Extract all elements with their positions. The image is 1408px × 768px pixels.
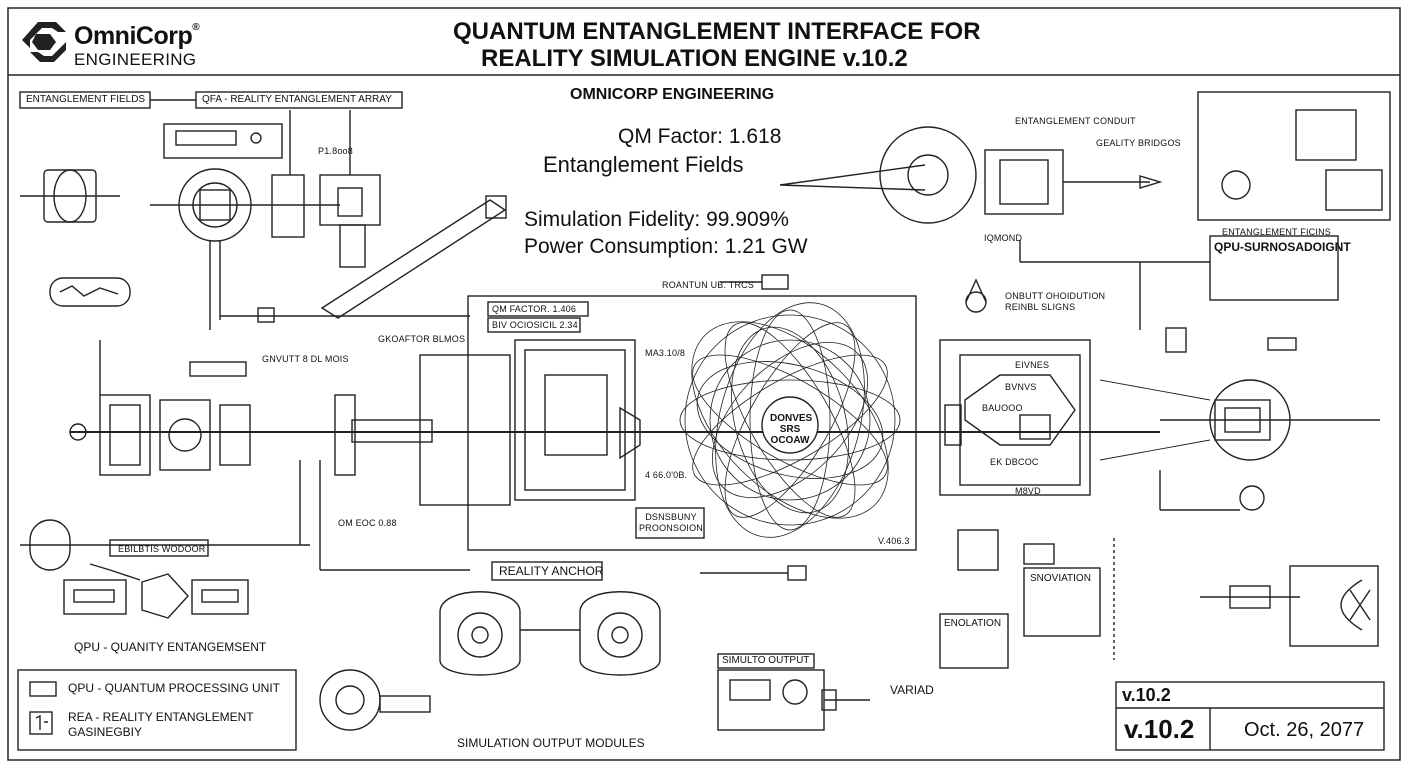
label-entanglement-conduit: ENTANGLEMENT CONDUIT	[1015, 116, 1136, 126]
label-qpu-quanity: QPU - QUANITY ENTANGEMSENT	[74, 640, 267, 654]
sheet-border	[7, 7, 1401, 761]
label-ma-3106: MA3.10/8	[645, 348, 686, 358]
page-title-line-2: REALITY SIMULATION ENGINE v.10.2	[481, 45, 908, 72]
label-variad: VARIAD	[890, 683, 934, 697]
label-geality-bridgos: GEALITY BRIDGOS	[1096, 138, 1181, 148]
label-entanglement-ficins: ENTANGLEMENT FICINS	[1222, 227, 1331, 237]
label-simulto-output: SIMULTO OUTPUT	[722, 655, 810, 666]
legend-and-version-frames	[17, 669, 1385, 751]
omnicorp-logo-icon	[22, 22, 66, 62]
label-simulation-output-modules: SIMULATION OUTPUT MODULES	[457, 736, 645, 750]
quantum-field-generator	[19, 91, 507, 330]
label-bauooo: BAUOOO	[982, 403, 1023, 413]
core-label-line-3: OCOAW	[770, 435, 810, 446]
entanglement-core	[300, 274, 1160, 551]
logo-name: OmniCorp®	[74, 22, 200, 50]
entanglement-conduit	[779, 91, 1391, 330]
legend-rea-line-1: REA - REALITY ENTANGLEMENT	[68, 710, 254, 724]
legend-rea-line-2: GASINEGBIY	[68, 725, 143, 739]
label-snoviation: SNOVIATION	[1030, 573, 1091, 584]
version-date: Oct. 26, 2077	[1244, 719, 1365, 741]
label-v4660b: 4 66.0'0B.	[645, 470, 688, 480]
version-label: v.10.2	[1124, 714, 1195, 744]
spec-fidelity: Simulation Fidelity: 99.909%	[524, 208, 789, 231]
label-eivnes: EIVNES	[1015, 360, 1050, 370]
label-ebilbtis: EBILBTIS WODOOR	[118, 544, 206, 554]
reality-bridge-module	[939, 278, 1380, 647]
label-qpu-surnosadoignt: QPU-SURNOSADOIGNT	[1214, 240, 1351, 254]
label-bvnvs: BVNVS	[1005, 382, 1037, 392]
registered-mark: ®	[192, 22, 200, 33]
core-label-line-2: SRS	[779, 424, 801, 435]
label-enolation: ENOLATION	[944, 618, 1002, 629]
label-ekd: EK DBCOC	[990, 457, 1039, 467]
label-reinbl: REINBL SLIGNS	[1005, 302, 1076, 312]
label-qm-factor-small: QM FACTOR. 1.406	[492, 304, 577, 314]
core-label-line-1: DONVES	[770, 413, 813, 424]
spec-qm-factor: QM Factor: 1.618	[618, 125, 782, 148]
logo-subtitle: ENGINEERING	[74, 50, 197, 69]
spec-entanglement-fields: Entanglement Fields	[543, 152, 744, 177]
label-om-eoc: OM EOC 0.88	[338, 518, 397, 528]
spec-power: Power Consumption: 1.21 GW	[524, 235, 808, 258]
label-entanglement-fields: ENTANGLEMENT FIELDS	[26, 94, 146, 105]
label-onbutt: ONBUTT OHOIDUTION	[1005, 291, 1106, 301]
label-gnvutt: GNVUTT 8 DL MOIS	[262, 354, 349, 364]
label-dsnsbuny: DSNSBUNY	[645, 512, 697, 522]
quantum-processing-unit	[20, 340, 470, 619]
label-v406: V.406.3	[878, 536, 910, 546]
label-m8vd: M8VD	[1015, 486, 1041, 496]
label-biv-ocio: BIV OCIOSICIL 2.34	[492, 320, 578, 330]
legend-qpu: QPU - QUANTUM PROCESSING UNIT	[68, 681, 281, 695]
label-iqmond: IQMOND	[984, 233, 1023, 243]
label-gkoaftor: GKOAFTOR BLMOS	[378, 334, 466, 344]
label-p1: P1.8oo8	[318, 146, 353, 156]
label-qfa-array: QFA - REALITY ENTANGLEMENT ARRAY	[202, 94, 392, 105]
label-ptocnsoion: PROONSOION	[638, 523, 703, 533]
simulation-output-modules	[319, 529, 1115, 731]
label-reality-anchor: REALITY ANCHOR	[499, 564, 604, 578]
label-roantun: ROANTUN UB. TRCS	[662, 280, 755, 290]
page-title-line-1: QUANTUM ENTANGLEMENT INTERFACE FOR	[453, 18, 981, 45]
company-name: OMNICORP ENGINEERING	[570, 86, 775, 103]
version-box-top: v.10.2	[1122, 685, 1171, 705]
